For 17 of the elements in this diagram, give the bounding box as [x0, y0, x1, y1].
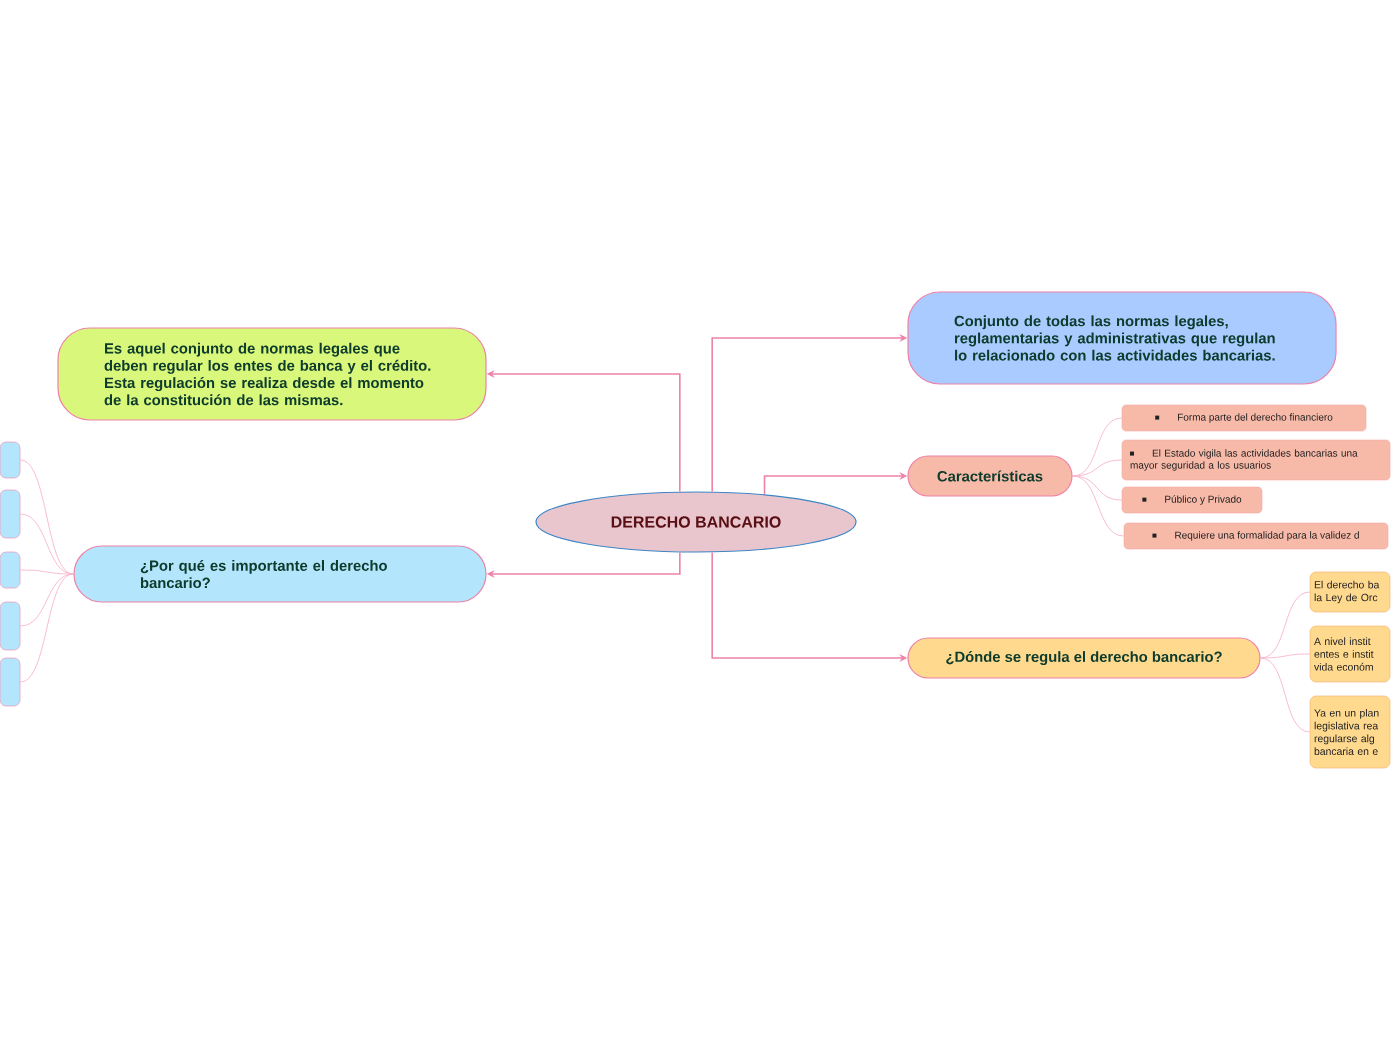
- box: [0, 657, 21, 707]
- connector-line: [19, 569, 74, 575]
- connector-line: [1072, 417, 1123, 477]
- connector-line: [1072, 475, 1123, 501]
- connector-line: [1072, 459, 1123, 477]
- connector-line: [1260, 591, 1311, 659]
- connector-line: [19, 573, 74, 683]
- box: [0, 601, 21, 651]
- connector-line: [19, 513, 74, 575]
- connector-line: [19, 573, 74, 627]
- box: [0, 551, 21, 589]
- connector-line: [1260, 657, 1311, 733]
- connector-line: [1072, 475, 1125, 537]
- connector-line: [19, 459, 74, 575]
- box: [0, 489, 21, 539]
- box: [0, 441, 21, 479]
- connector-line: [1260, 653, 1311, 659]
